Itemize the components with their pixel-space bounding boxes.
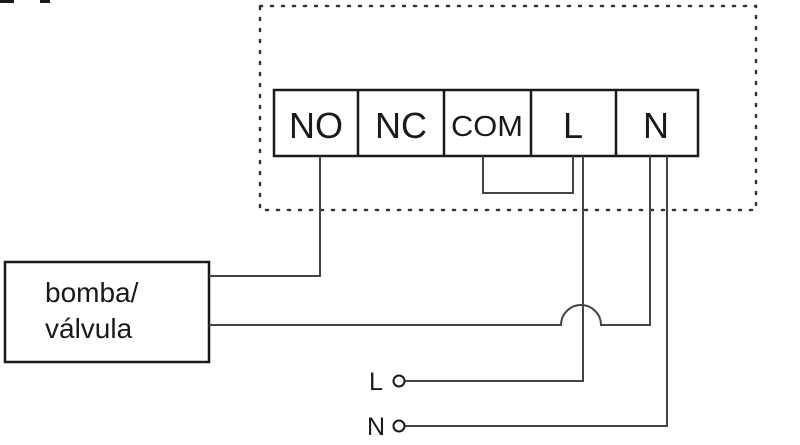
terminal-block: NO NC COM L N [272,88,700,158]
supply-l-label: L [369,368,383,396]
supply-l-terminal-icon [392,374,406,388]
terminal-no-label: NO [289,105,343,146]
cropped-header-fragment [0,0,14,3]
com-l-bridge-wire [482,156,574,194]
terminal-com-label: COM [451,111,523,143]
device-label-line2: válvula [45,313,133,344]
terminal-l-label: L [563,105,583,146]
l-supply-wire [405,156,584,382]
cropped-header-fragment [40,0,50,3]
supply-n-terminal-icon [392,419,406,433]
terminal-nc-label: NC [375,105,427,146]
pump-valve-device: bomba/ válvula [3,260,211,364]
terminal-block-frame [272,88,700,158]
controller-enclosure [258,4,758,212]
supply-l: L [369,368,406,396]
supply-n: N [367,413,406,441]
no-to-device-wire [209,156,321,277]
supply-n-label: N [367,413,385,441]
terminal-n-label: N [643,105,669,146]
n-supply-wire [405,156,668,427]
device-label-line1: bomba/ [45,277,139,308]
device-box [3,260,211,364]
